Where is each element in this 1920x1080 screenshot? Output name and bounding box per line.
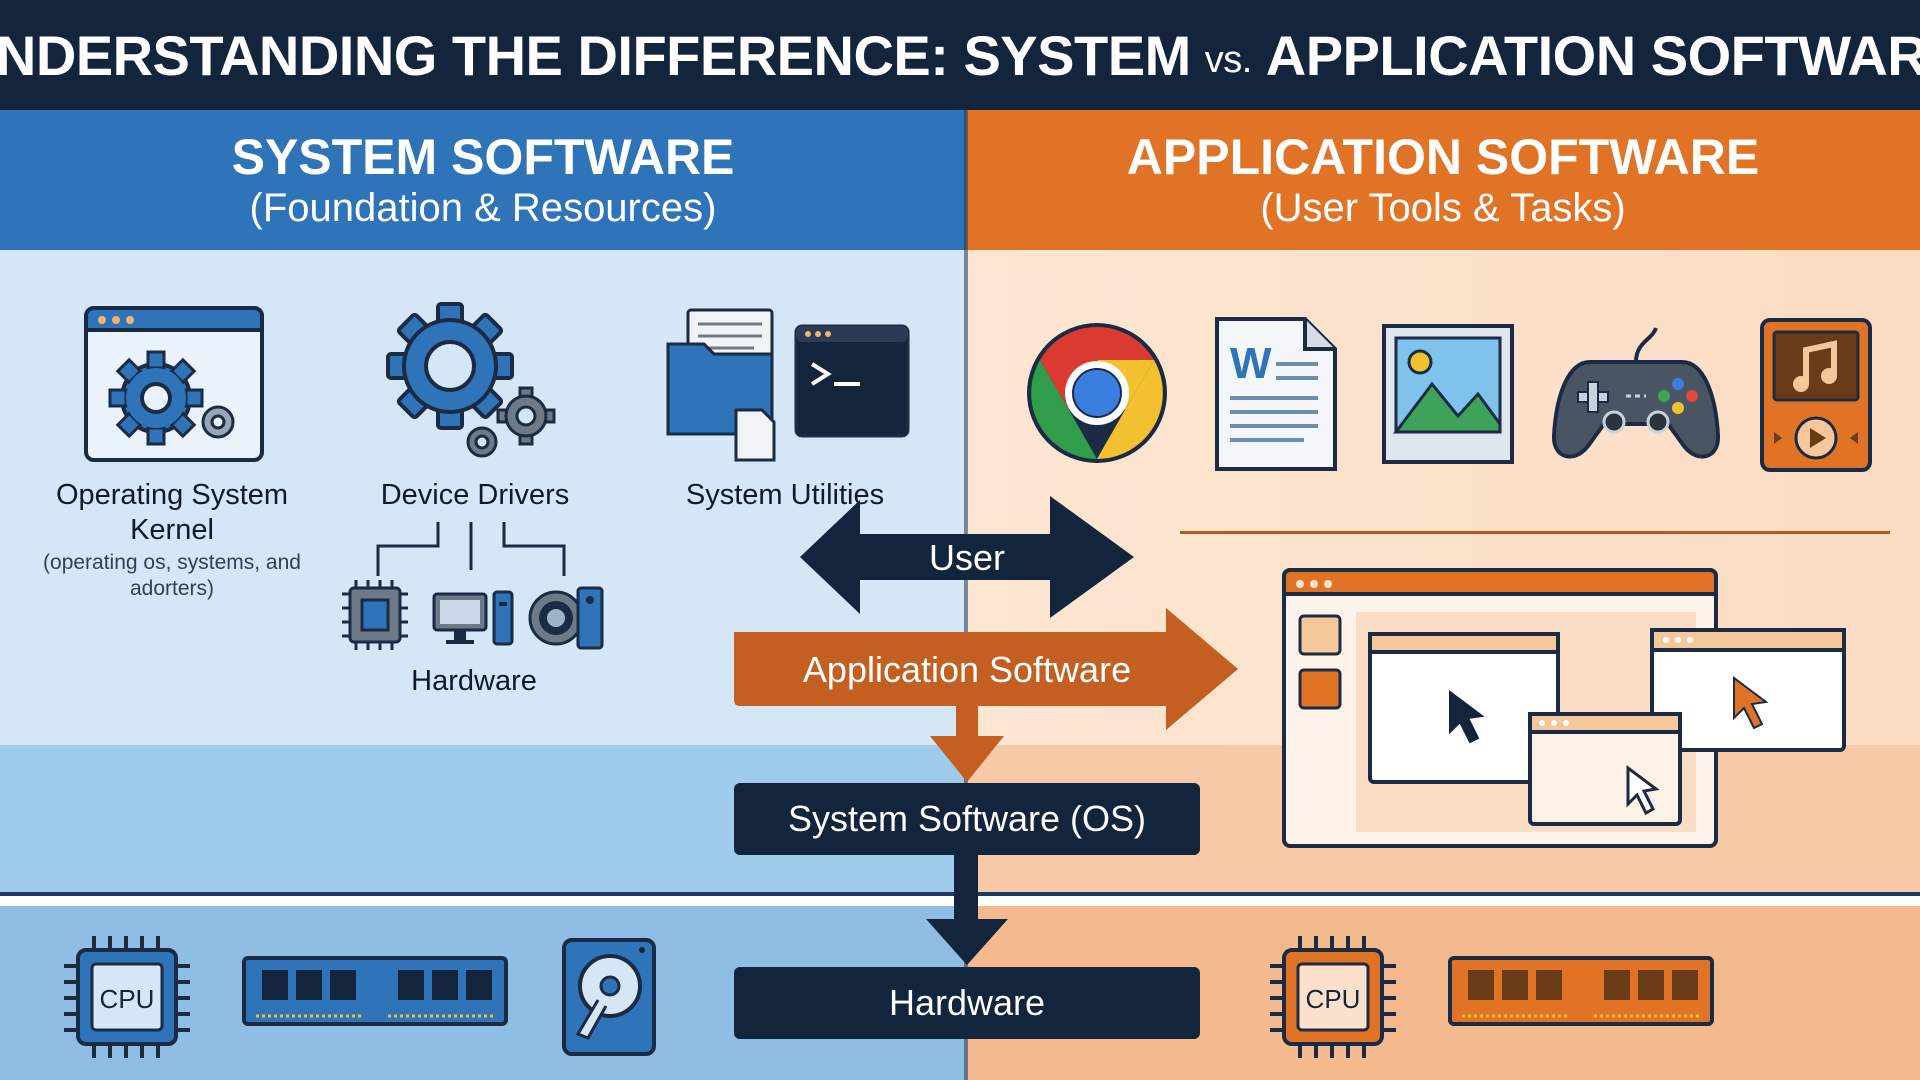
user-arrow — [800, 496, 1134, 618]
driver-hardware-connector — [376, 522, 566, 576]
folder-terminal-icon — [666, 308, 910, 462]
cpu-label-left: CPU — [100, 984, 155, 1014]
title-part-2: APPLICATION SOFTWARE — [1265, 23, 1920, 87]
user-label: User — [928, 537, 1005, 578]
system-software-subtitle: (Foundation & Resources) — [249, 186, 717, 230]
application-software-arrow — [734, 608, 1238, 730]
cpu-label-right: CPU — [1306, 984, 1361, 1014]
gears-icon — [386, 302, 556, 458]
ram-module-icon — [242, 956, 508, 1026]
os-kernel-note: (operating os, systems, and adorters) — [43, 551, 301, 600]
page-title: UNDERSTANDING THE DIFFERENCE: SYSTEM vs.… — [0, 0, 1920, 110]
image-viewer-icon — [1382, 324, 1514, 464]
cpu-chip-icon-orange: CPU — [1270, 936, 1396, 1058]
device-drivers-label: Device Drivers — [380, 479, 570, 511]
application-software-subtitle: (User Tools & Tasks) — [1260, 186, 1626, 230]
os-to-hardware-arrow — [926, 855, 1008, 965]
title-bar — [0, 0, 1920, 110]
music-player-icon — [1760, 318, 1872, 472]
hardware-box: Hardware — [734, 967, 1200, 1039]
word-document-icon: W — [1215, 317, 1337, 471]
application-software-label: Application Software — [802, 649, 1132, 690]
hard-drive-icon — [562, 938, 656, 1056]
application-software-header: APPLICATION SOFTWARE (User Tools & Tasks… — [966, 110, 1920, 250]
app-windows-illustration — [1282, 568, 1846, 848]
hardware-label: Hardware — [411, 665, 537, 697]
os-kernel-label: Operating System Kernel — [55, 479, 289, 546]
word-doc-letter: W — [1230, 339, 1272, 388]
system-utilities-label: System Utilities — [685, 479, 885, 511]
application-separator-line — [1180, 531, 1890, 534]
center-divider — [964, 110, 968, 1080]
system-software-title: SYSTEM SOFTWARE — [231, 129, 735, 185]
ram-module-icon-orange — [1448, 956, 1714, 1026]
app-to-os-arrow — [930, 706, 1004, 782]
cpu-chip-icon: CPU — [64, 936, 190, 1058]
application-software-title: APPLICATION SOFTWARE — [1126, 129, 1760, 185]
system-software-os-box: System Software (OS) — [734, 783, 1200, 855]
system-software-header: SYSTEM SOFTWARE (Foundation & Resources) — [0, 110, 966, 250]
hardware-icons — [342, 580, 604, 650]
chrome-browser-icon — [1027, 323, 1167, 463]
title-vs: vs. — [1204, 38, 1253, 81]
gamepad-icon — [1551, 327, 1721, 459]
title-part-1: UNDERSTANDING THE DIFFERENCE: SYSTEM — [0, 23, 1191, 87]
os-window-gear-icon — [84, 306, 264, 462]
